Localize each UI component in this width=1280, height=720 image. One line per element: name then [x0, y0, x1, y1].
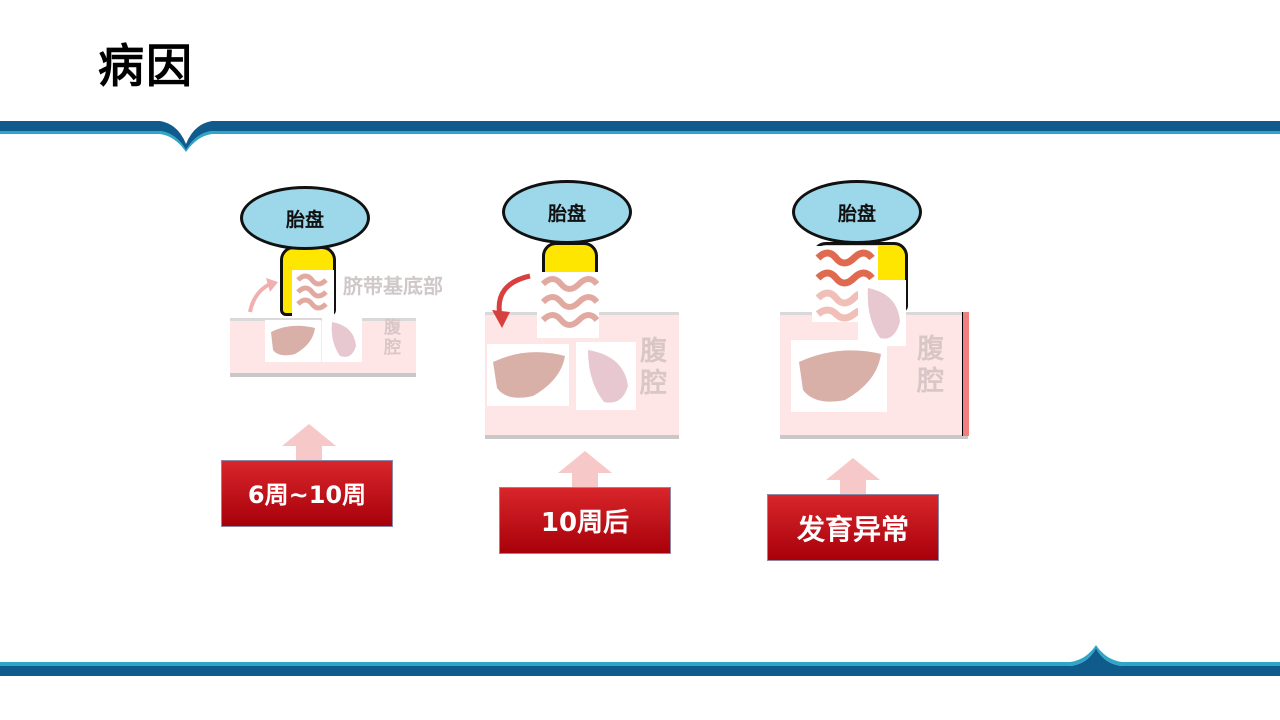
umbilical-base-label: 脐带基底部 — [343, 274, 443, 298]
cavity-label: 腹腔 — [384, 318, 401, 359]
placenta-label: 胎盘 — [502, 180, 632, 244]
intestine-icon — [292, 270, 334, 318]
liver-icon — [487, 344, 569, 406]
liver-icon — [265, 320, 321, 362]
intestine-icon — [537, 272, 600, 338]
spleen-icon — [322, 316, 362, 362]
liver-icon — [791, 340, 887, 412]
slide-title: 病因 — [98, 39, 194, 93]
stage-button-developmental-abnormality[interactable]: 发育异常 — [767, 494, 939, 561]
cavity-label: 腹腔 — [640, 336, 667, 400]
stage-button-after-10-weeks[interactable]: 10周后 — [499, 487, 671, 554]
curved-arrow-icon — [492, 273, 531, 328]
up-arrow-icon — [558, 451, 612, 491]
cavity-label: 腹腔 — [917, 334, 944, 398]
spleen-icon — [858, 280, 906, 346]
placenta-label: 胎盘 — [240, 186, 370, 250]
bottom-band-highlight — [0, 645, 1280, 666]
curved-arrow-icon — [248, 278, 278, 313]
cavity-edge — [962, 312, 969, 436]
stage-button-6-10-weeks[interactable]: 6周~10周 — [221, 460, 393, 527]
top-band-highlight — [0, 131, 1280, 152]
up-arrow-icon — [826, 458, 880, 498]
bottom-band — [0, 648, 1280, 676]
up-arrow-icon — [282, 424, 336, 464]
spleen-icon — [576, 342, 636, 410]
placenta-label: 胎盘 — [792, 180, 922, 244]
top-band — [0, 121, 1280, 150]
